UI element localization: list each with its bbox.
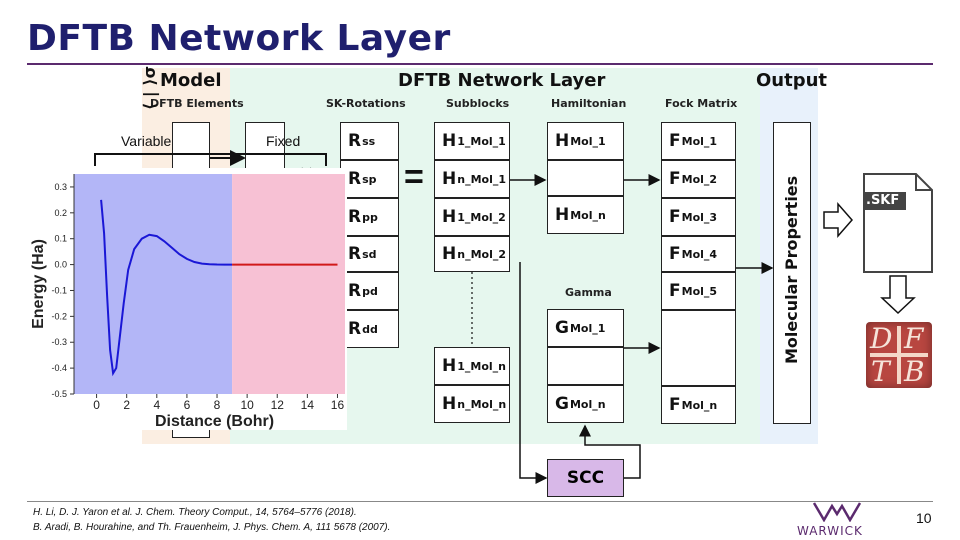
y-tick-label: -0.5 — [51, 389, 67, 399]
variable-label: Variable — [121, 133, 172, 149]
y-tick-label: 0.3 — [54, 182, 67, 192]
page-title: DFTB Network Layer — [27, 18, 451, 59]
footer-divider — [27, 501, 933, 502]
x-tick-label: 2 — [123, 398, 130, 412]
x-tick-label: 8 — [214, 398, 221, 412]
skf-label: .SKF — [866, 193, 900, 208]
dftb-logo-letter: B — [904, 355, 925, 388]
scc-box: SCC — [547, 459, 624, 497]
dftb-heading: DFTB Network Layer — [398, 70, 606, 91]
y-tick-label: -0.4 — [51, 363, 67, 373]
output-heading: Output — [756, 70, 828, 91]
y-tick-label: 0.0 — [54, 260, 67, 270]
y-tick-label: 0.2 — [54, 208, 67, 218]
skf-file-icon — [863, 173, 933, 273]
dftb-logo: D F T B — [866, 322, 932, 388]
molecular-properties-box — [773, 122, 811, 424]
series-line — [100, 199, 233, 377]
y-tick-label: -0.2 — [51, 311, 67, 321]
scc-label: SCC — [566, 468, 605, 488]
sk-heading: SK-Rotations — [326, 97, 406, 110]
hamiltonian-spacer — [547, 160, 624, 196]
dftb-logo-letter: D — [870, 322, 893, 355]
y-axis-label: Energy (Ha) — [30, 239, 47, 329]
chart-region-variable — [74, 174, 233, 394]
x-tick-label: 4 — [153, 398, 160, 412]
model-heading: Model — [160, 70, 222, 91]
page-number: 10 — [916, 510, 932, 526]
dftb-logo-letter: F — [904, 322, 924, 355]
hamiltonian-heading: Hamiltonian — [551, 97, 627, 110]
chart-region-fixed — [232, 174, 345, 394]
warwick-logo-text: WARWICK — [797, 524, 863, 538]
energy-chart: 0.3 0.2 0.1 0.0 -0.1 -0.2 -0.3 -0.4 -0.5 0 2 4 6 8 10 1… — [27, 168, 347, 430]
x-tick-label: 6 — [184, 398, 191, 412]
y-tick-label: -0.1 — [51, 285, 67, 295]
y-tick-label: -0.3 — [51, 337, 67, 347]
x-tick-label: 0 — [93, 398, 100, 412]
subblocks-heading: Subblocks — [446, 97, 510, 110]
x-tick-label: 10 — [240, 398, 254, 412]
equals-sign: = — [404, 158, 424, 196]
reference-2: B. Aradi, B. Hourahine, and Th. Frauenhe… — [33, 522, 391, 533]
operator-box — [245, 122, 285, 172]
elements-heading: DFTB Elements — [150, 97, 244, 110]
x-tick-label: 12 — [271, 398, 285, 412]
dftb-logo-letter: T — [871, 355, 890, 388]
fock-heading: Fock Matrix — [665, 97, 738, 110]
fock-spacer — [661, 310, 736, 386]
x-axis-label: Distance (Bohr) — [155, 413, 274, 430]
molecular-properties-label: Molecular Properties — [782, 175, 801, 364]
x-tick-label: 14 — [301, 398, 315, 412]
dftb-logo-cross — [870, 353, 928, 357]
reference-1: H. Li, D. J. Yaron et al. J. Chem. Theor… — [33, 507, 357, 518]
warwick-logo-icon — [812, 502, 862, 522]
fixed-label: Fixed — [266, 133, 301, 149]
gamma-spacer — [547, 347, 624, 385]
y-tick-label: 0.1 — [54, 234, 67, 244]
x-tick-label: 16 — [331, 398, 345, 412]
gamma-heading: Gamma — [565, 286, 612, 299]
title-divider — [27, 63, 933, 65]
